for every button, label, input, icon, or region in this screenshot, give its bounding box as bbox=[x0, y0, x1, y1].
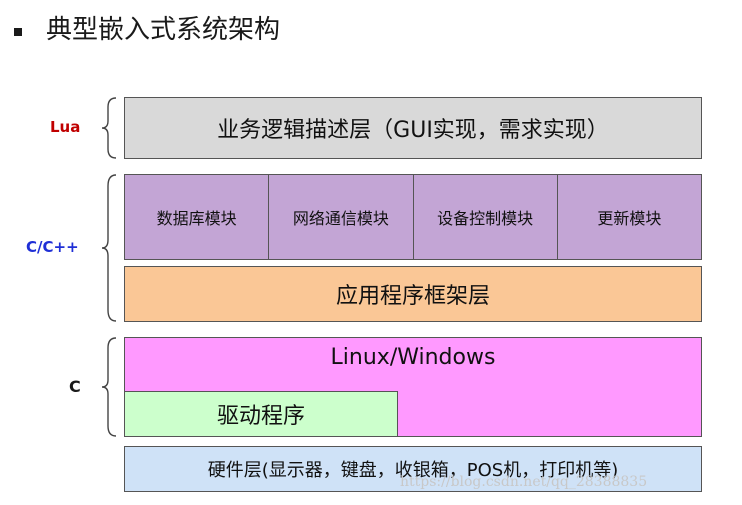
business-logic-layer: 业务逻辑描述层（GUI实现，需求实现） bbox=[124, 97, 702, 159]
watermark: https://blog.csdn.net/qq_28388835 bbox=[400, 474, 648, 490]
module-update: 更新模块 bbox=[597, 209, 662, 228]
cpp-label: C/C++ bbox=[26, 238, 79, 256]
bullet-marker bbox=[14, 28, 22, 36]
c-brace bbox=[100, 337, 118, 437]
lua-label: Lua bbox=[50, 118, 81, 136]
lua-brace bbox=[100, 97, 118, 159]
c-label: C bbox=[69, 377, 81, 396]
driver-layer: 驱动程序 bbox=[124, 391, 398, 437]
cpp-brace bbox=[100, 174, 118, 322]
hardware-layer: 硬件层(显示器，键盘，收银箱，POS机，打印机等) bbox=[124, 446, 702, 492]
app-framework-layer: 应用程序框架层 bbox=[124, 266, 702, 322]
module-device-control: 设备控制模块 bbox=[414, 175, 558, 259]
os-label: Linux/Windows bbox=[330, 345, 496, 370]
module-database: 数据库模块 bbox=[125, 175, 270, 259]
page-title: 典型嵌入式系统架构 bbox=[46, 15, 281, 45]
module-network: 网络通信模块 bbox=[269, 175, 414, 259]
modules-row: 数据库模块 网络通信模块 设备控制模块 更新模块 bbox=[124, 174, 702, 260]
